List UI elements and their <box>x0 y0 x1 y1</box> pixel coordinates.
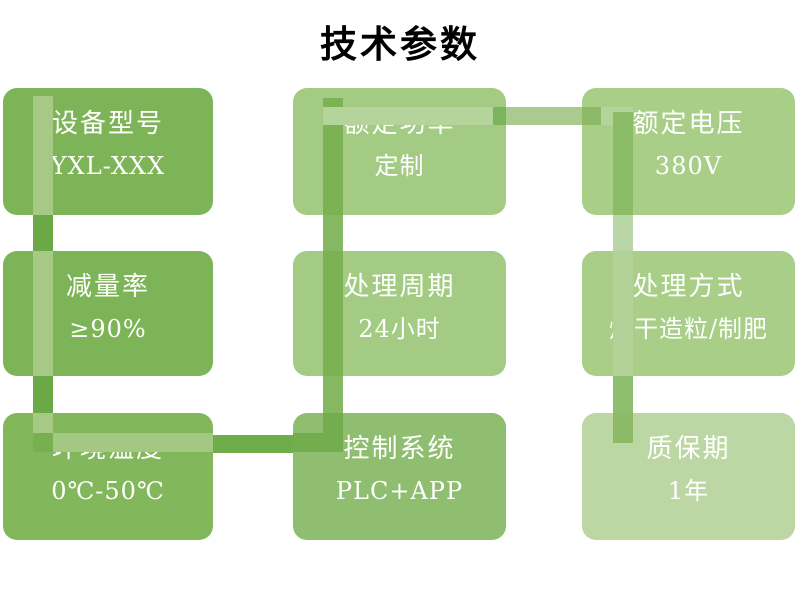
snake-connector-segment <box>323 215 343 251</box>
param-value: 380V <box>654 151 723 180</box>
param-label: 控制系统 <box>343 434 456 464</box>
param-label: 设备型号 <box>51 109 164 139</box>
snake-connector-segment <box>33 96 53 215</box>
param-value: ≥90% <box>69 314 147 343</box>
snake-connector-segment <box>323 98 343 215</box>
param-value: YXL-XXX <box>50 151 166 180</box>
snake-connector-segment <box>613 215 633 251</box>
snake-connector-segment <box>582 107 601 125</box>
snake-connector-segment <box>613 413 633 443</box>
snake-connector-segment <box>33 376 53 413</box>
snake-connector-segment <box>53 433 213 452</box>
snake-connector-segment <box>33 215 53 251</box>
snake-connector-segment <box>293 433 343 452</box>
param-label: 质保期 <box>646 434 731 464</box>
param-value: 1年 <box>667 476 710 505</box>
snake-connector-segment <box>493 107 506 125</box>
snake-connector-segment <box>613 376 633 413</box>
param-value: 定制 <box>374 151 425 180</box>
snake-connector-segment <box>613 251 633 376</box>
snake-connector-segment <box>506 107 582 125</box>
param-label: 额定电压 <box>632 109 745 139</box>
param-label: 减量率 <box>65 272 150 302</box>
param-box-4: 减量率 ≥90% <box>3 251 213 376</box>
param-value: 烘干造粒/制肥 <box>608 314 769 343</box>
param-value: 24小时 <box>358 314 441 343</box>
slide-title: 技术参数 <box>320 24 480 65</box>
param-label: 处理周期 <box>343 272 456 302</box>
snake-connector-segment <box>213 435 293 453</box>
param-value: PLC+APP <box>335 476 464 505</box>
snake-connector-segment <box>33 251 53 376</box>
snake-connector-segment <box>323 376 343 413</box>
param-label: 处理方式 <box>632 272 745 302</box>
snake-connector-segment <box>33 433 53 452</box>
snake-connector-segment <box>323 251 343 376</box>
snake-connector-segment <box>323 413 343 433</box>
snake-connector-segment <box>323 107 506 125</box>
snake-connector-segment <box>613 112 633 215</box>
param-value: 0℃-50℃ <box>51 476 165 505</box>
